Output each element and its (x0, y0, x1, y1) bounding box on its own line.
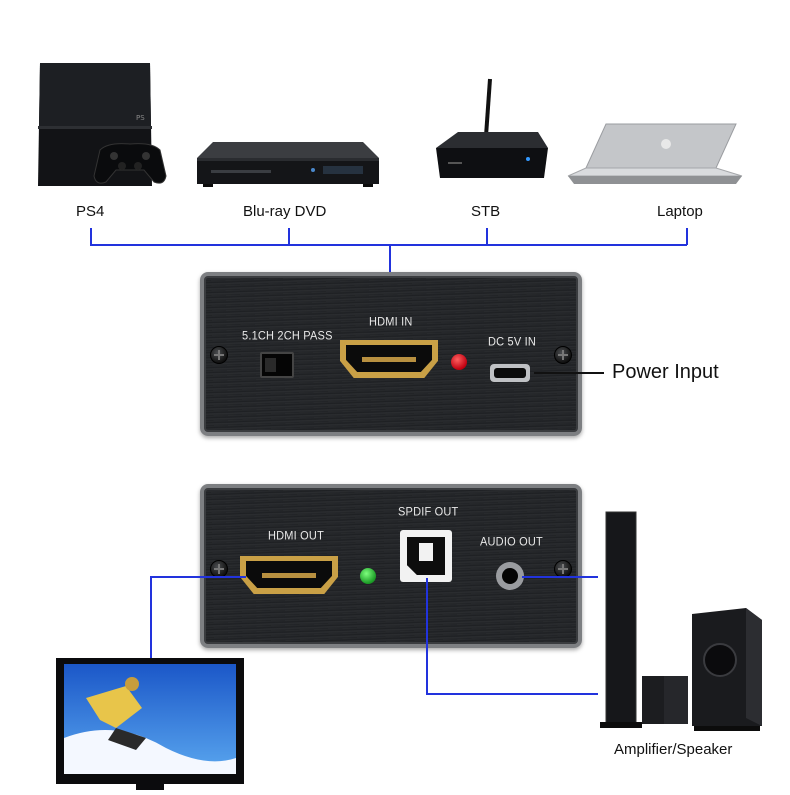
ps4-console-icon: PS (30, 58, 170, 193)
screw-icon (210, 346, 228, 364)
audio-out-label: AUDIO OUT (480, 535, 543, 549)
stb-drop-line (486, 228, 488, 245)
laptop-icon (566, 118, 744, 193)
audio-jack-port[interactable] (496, 562, 524, 590)
power-callout-line (534, 372, 604, 374)
screw-icon (210, 560, 228, 578)
ps4-drop-line (90, 228, 92, 245)
svg-text:PS: PS (136, 114, 145, 122)
spdif-line-v (426, 578, 428, 694)
laptop-drop-line (686, 228, 688, 245)
spdif-port[interactable] (400, 530, 452, 582)
red-led-indicator (451, 354, 467, 370)
bluray-drop-line (288, 228, 290, 245)
hdmi-out-label: HDMI OUT (268, 529, 324, 543)
power-input-label: Power Input (612, 361, 719, 383)
spdif-line-h (426, 693, 598, 695)
hdmi-in-port[interactable] (340, 340, 438, 378)
hdmi-in-label: HDMI IN (369, 315, 413, 329)
audio-line-h (522, 576, 598, 578)
screw-icon (554, 560, 572, 578)
tv-monitor-icon (56, 658, 246, 790)
mode-switch[interactable] (260, 352, 294, 378)
ps4-label: PS4 (76, 203, 105, 220)
spdif-label: SPDIF OUT (398, 505, 459, 519)
green-led-indicator (360, 568, 376, 584)
hdmi-in-line (389, 244, 391, 297)
hdmi-out-port[interactable] (240, 556, 338, 594)
switch-label: 5.1CH 2CH PASS (242, 329, 333, 343)
screw-icon (554, 346, 572, 364)
stb-label: STB (471, 203, 501, 220)
laptop-label: Laptop (657, 203, 703, 220)
source-bus-line (90, 244, 687, 246)
dc-in-label: DC 5V IN (488, 335, 537, 349)
output-panel: HDMI OUT SPDIF OUT AUDIO OUT (200, 484, 582, 648)
input-panel: 5.1CH 2CH PASS HDMI IN DC 5V IN (200, 272, 582, 436)
hdmi-out-line-h (150, 576, 246, 578)
hdmi-out-line-v (150, 576, 152, 658)
bluray-label: Blu-ray DVD (243, 203, 327, 220)
bluray-player-icon (193, 140, 383, 190)
amplifier-label: Amplifier/Speaker (614, 741, 733, 758)
speaker-system-icon (596, 508, 768, 734)
micro-usb-port[interactable] (490, 364, 530, 382)
set-top-box-icon (428, 74, 553, 194)
